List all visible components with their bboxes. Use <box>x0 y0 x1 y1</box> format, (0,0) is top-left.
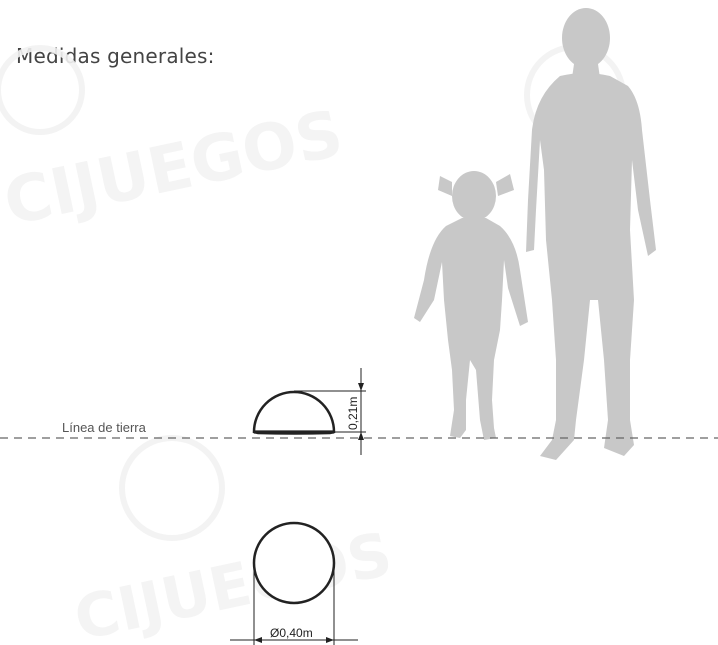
diameter-dimension: Ø0,40m <box>230 563 358 645</box>
height-dimension: 0,21m <box>294 368 366 455</box>
dome-top-view <box>252 521 336 605</box>
watermark-text-top: CIJUEGOS <box>0 97 349 241</box>
diameter-dimension-label: Ø0,40m <box>270 626 313 640</box>
watermark-text-bottom: CIJUEGOS <box>69 519 398 645</box>
ground-line-label: Línea de tierra <box>62 420 147 435</box>
adult-silhouette <box>526 8 656 460</box>
child-silhouette <box>414 171 528 440</box>
height-dimension-label: 0,21m <box>346 397 360 430</box>
dome-side-view <box>252 390 336 435</box>
